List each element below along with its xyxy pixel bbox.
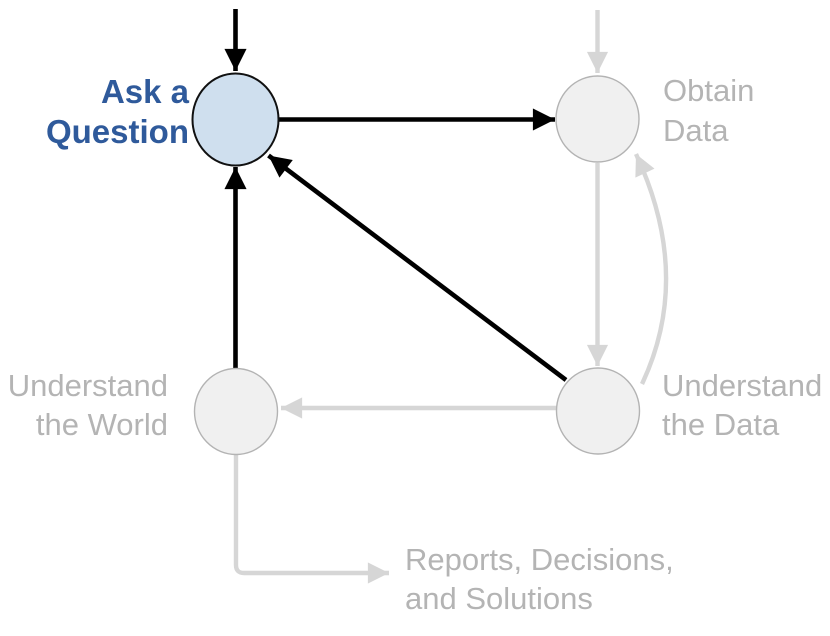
label-understand-the-data-line1: Understand bbox=[662, 368, 822, 403]
edge-understand-data-to-obtain-data-curve bbox=[634, 153, 669, 385]
node-understand-the-data bbox=[555, 367, 641, 455]
label-understand-the-data-line2: the Data bbox=[662, 407, 780, 442]
edge-understand-data-to-ask-question bbox=[267, 153, 568, 382]
edge-understand-world-to-reports bbox=[233, 452, 389, 584]
label-ask-a-question-line1: Ask a bbox=[101, 73, 190, 110]
label-obtain-data-line2: Data bbox=[663, 113, 729, 148]
node-ask-a-question bbox=[191, 72, 280, 167]
label-reports-decisions-line2: and Solutions bbox=[405, 581, 593, 616]
label-ask-a-question-line2: Question bbox=[46, 113, 189, 150]
label-obtain-data-line1: Obtain bbox=[663, 73, 754, 108]
node-understand-the-world bbox=[193, 367, 279, 456]
label-understand-the-world-line1: Understand bbox=[8, 368, 168, 403]
label-reports-decisions-line1: Reports, Decisions, bbox=[405, 542, 674, 577]
node-obtain-data bbox=[555, 75, 640, 163]
label-understand-the-world-line2: the World bbox=[36, 407, 168, 442]
